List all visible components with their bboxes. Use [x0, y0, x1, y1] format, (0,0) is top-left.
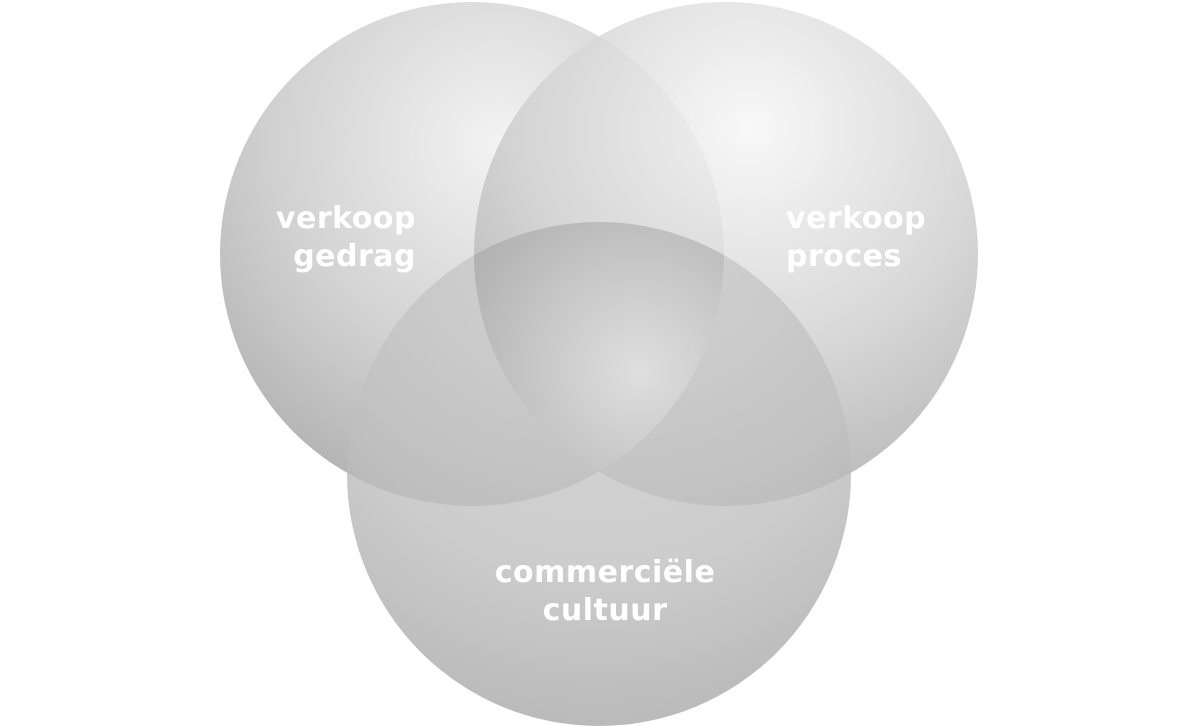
label-line: proces: [786, 239, 902, 274]
label-line: cultuur: [542, 593, 668, 628]
label-line: commerciële: [494, 555, 716, 590]
label-line: gedrag: [293, 239, 416, 274]
label-line: verkoop: [786, 201, 927, 236]
label-verkoop-gedrag: verkoop gedrag: [216, 200, 416, 276]
label-commerciele-cultuur: commerciële cultuur: [450, 554, 760, 630]
circle-commerciele-cultuur: [347, 222, 851, 726]
label-verkoop-proces: verkoop proces: [786, 200, 1006, 276]
label-line: verkoop: [275, 201, 416, 236]
